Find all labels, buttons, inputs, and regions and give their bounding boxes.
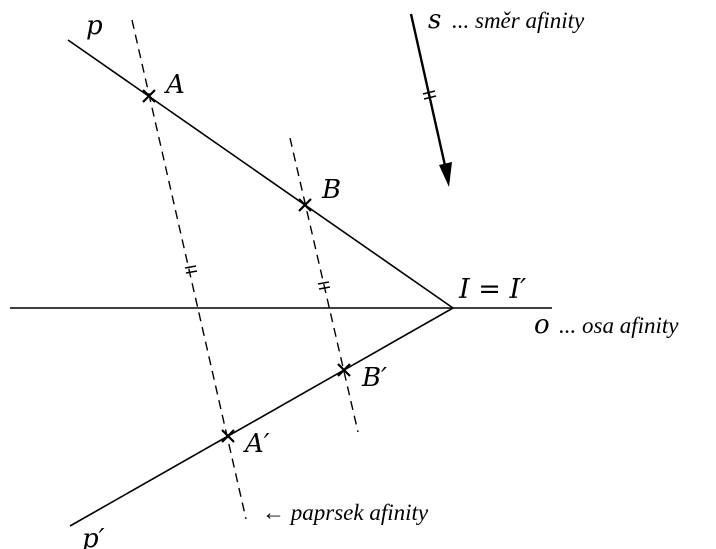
label-direction-letter: s [428,5,441,35]
direction-arrowhead-icon [439,162,452,187]
label-fixed-point: I = I′ [458,274,526,305]
label-axis-letter: o [534,310,550,340]
label-point-a-image: A′ [243,429,270,459]
point-b-marker [298,198,312,212]
parallel-mark-direction [422,90,437,100]
line-p [67,39,454,309]
label-point-b: B [321,175,341,205]
label-point-a: A [164,70,185,100]
label-axis-caption: ... osa afinity [559,313,679,338]
affinity-ray-b [289,137,359,433]
point-a-image-marker [221,429,235,443]
line-p-image [69,307,454,527]
parallel-mark-ray-b [317,281,331,290]
point-a-marker [142,89,156,103]
label-line-p-image: p′ [82,524,105,549]
point-b-image-marker [337,363,351,377]
label-direction-caption: ... směr afinity [452,8,585,33]
label-ray-caption: ← paprsek afinity [262,500,429,525]
label-point-b-image: B′ [361,363,387,393]
parallel-mark-ray-a [184,265,198,274]
label-line-p: p [86,11,103,41]
